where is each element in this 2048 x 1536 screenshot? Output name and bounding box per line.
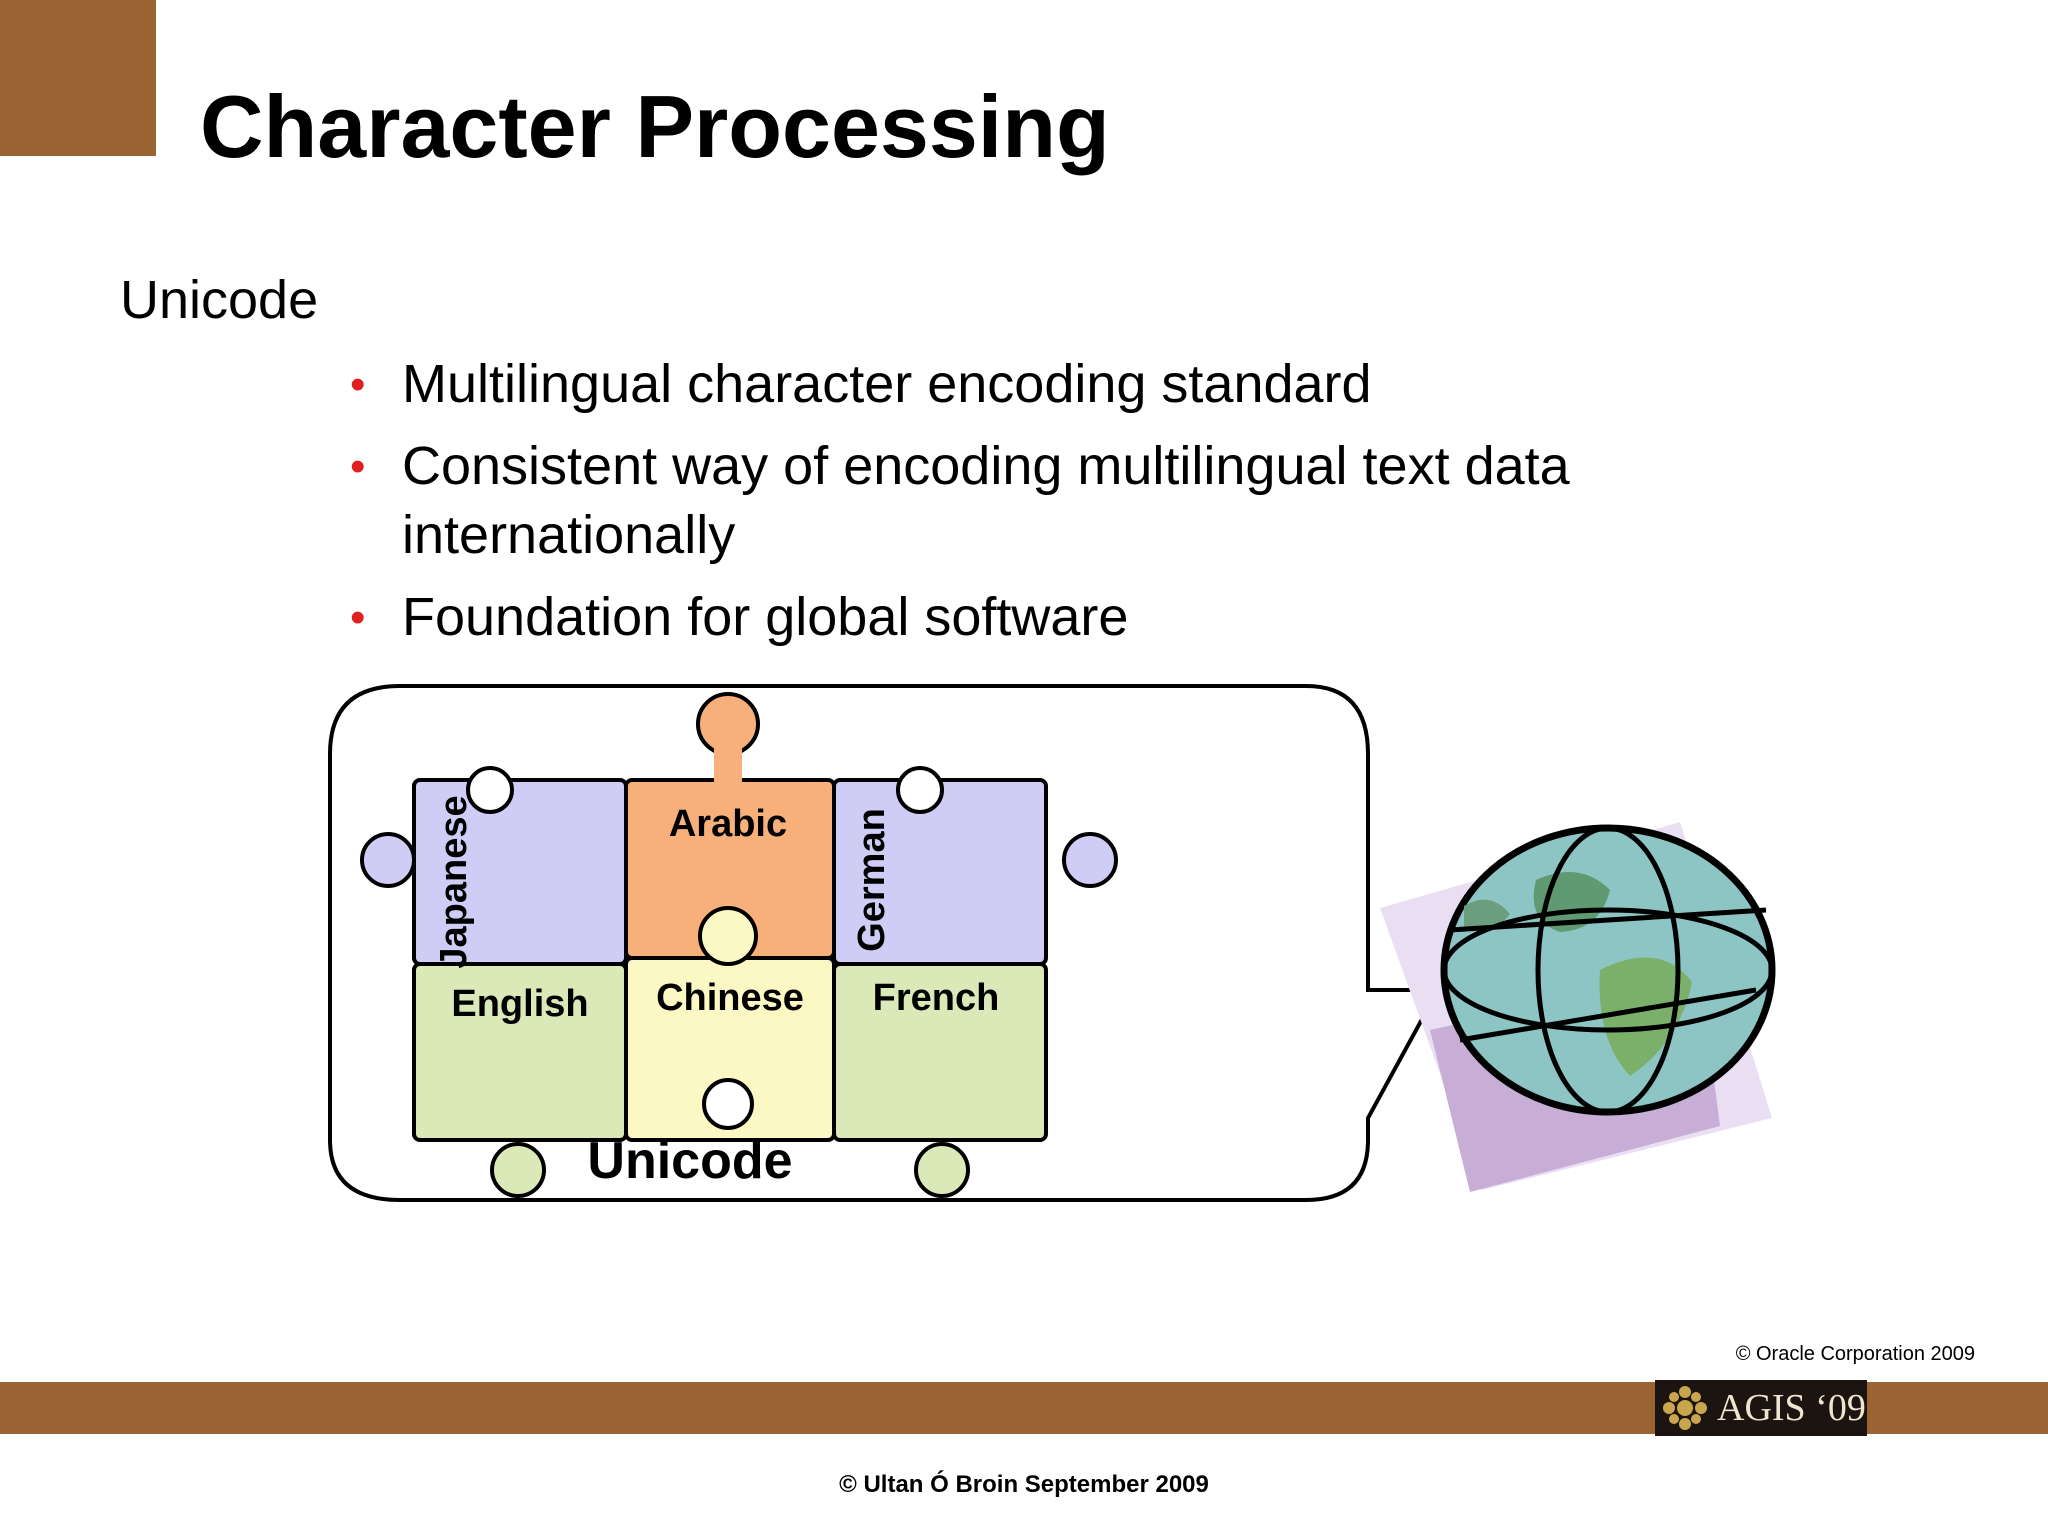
piece-label-english: English (451, 983, 588, 1025)
bullet-list: • Multilingual character encoding standa… (350, 350, 1750, 665)
piece-label-arabic: Arabic (669, 803, 787, 845)
bullet-dot-icon: • (350, 593, 366, 642)
puzzle-piece-german (832, 766, 1118, 966)
slide-title: Character Processing (200, 77, 1110, 176)
piece-label-chinese: Chinese (656, 977, 804, 1019)
unicode-diagram: Japanese Arabic German English Chinese F… (328, 684, 1776, 1202)
agis-logo-text: AGIS ‘09 (1717, 1387, 1866, 1429)
diagram-label-unicode: Unicode (587, 1132, 792, 1190)
piece-label-japanese: Japanese (433, 795, 475, 968)
bullet-dot-icon: • (350, 442, 366, 491)
bullet-text: Foundation for global software (402, 587, 1129, 647)
agis-logo-emblem-icon (1663, 1386, 1707, 1430)
piece-label-french: French (873, 977, 1000, 1019)
bullet-text: Multilingual character encoding standard (402, 354, 1372, 414)
bullet-item: • Foundation for global software (350, 583, 1750, 652)
piece-label-german: German (851, 808, 893, 952)
globe-icon (1380, 822, 1776, 1192)
agis-logo: AGIS ‘09 (1655, 1380, 1867, 1436)
bullet-item: • Multilingual character encoding standa… (350, 350, 1750, 419)
bullet-text: Consistent way of encoding multilingual … (402, 436, 1570, 565)
author-copyright: © Ultan Ó Broin September 2009 (839, 1471, 1209, 1498)
puzzle-piece-english (412, 962, 628, 1198)
bullet-item: • Consistent way of encoding multilingua… (350, 432, 1750, 570)
oracle-copyright: © Oracle Corporation 2009 (1735, 1343, 1975, 1365)
section-heading: Unicode (120, 270, 319, 330)
corner-accent-block (0, 0, 156, 156)
puzzle-piece-french (832, 962, 1048, 1198)
bullet-dot-icon: • (350, 360, 366, 409)
